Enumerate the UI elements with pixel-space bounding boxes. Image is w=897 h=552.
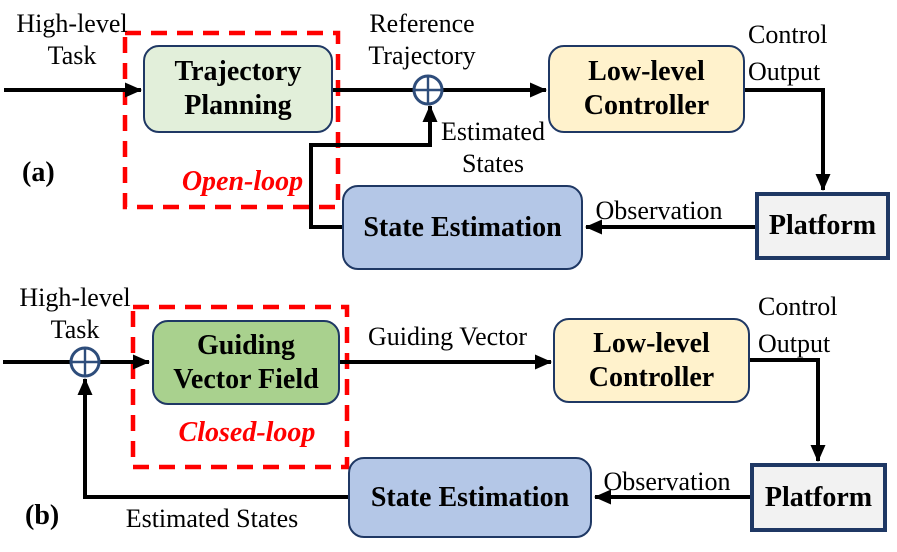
- label-a-high-level-task: High-level Task: [16, 9, 128, 70]
- block-guiding-vector-field: Guiding Vector Field: [152, 320, 340, 405]
- block-b-state-estimation: State Estimation: [348, 457, 592, 538]
- label-panel-b: (b): [25, 500, 60, 531]
- label-a-estimated-states: Estimated States: [441, 117, 545, 178]
- label-b-high-level-task: High-level Task: [19, 283, 131, 344]
- sum-junction-b-cross-icon: [71, 348, 99, 376]
- label-guiding-vector: Guiding Vector: [367, 322, 528, 351]
- block-trajectory-planning: Trajectory Planning: [143, 45, 333, 133]
- sum-junction-a-cross-icon: [414, 76, 442, 104]
- arrow-b-control-to-platform: [750, 358, 826, 462]
- block-b-platform: Platform: [750, 463, 887, 532]
- block-a-platform: Platform: [755, 192, 890, 260]
- open-loop-dashed-boundary: [122, 30, 341, 210]
- label-b-estimated-states: Estimated States: [125, 504, 299, 533]
- label-b-control-output: Control Output: [758, 292, 838, 358]
- label-panel-a: (a): [22, 157, 55, 188]
- label-reference-trajectory: Reference Trajectory: [368, 9, 476, 70]
- arrow-b-estimated-states-feedback: [77, 378, 348, 499]
- label-b-observation: Observation: [603, 467, 731, 496]
- label-a-control-output: Control Output: [748, 20, 828, 86]
- closed-loop-dashed-boundary: [130, 304, 350, 470]
- arrow-a-control-to-platform: [745, 88, 831, 191]
- block-a-low-level-controller: Low-level Controller: [548, 45, 745, 133]
- label-open-loop: Open-loop: [181, 166, 304, 197]
- label-closed-loop: Closed-loop: [178, 417, 316, 448]
- arrow-a-estimated-states-feedback: [309, 105, 438, 229]
- label-a-observation: Observation: [595, 196, 723, 225]
- block-a-state-estimation: State Estimation: [342, 185, 583, 270]
- block-b-low-level-controller: Low-level Controller: [553, 318, 750, 403]
